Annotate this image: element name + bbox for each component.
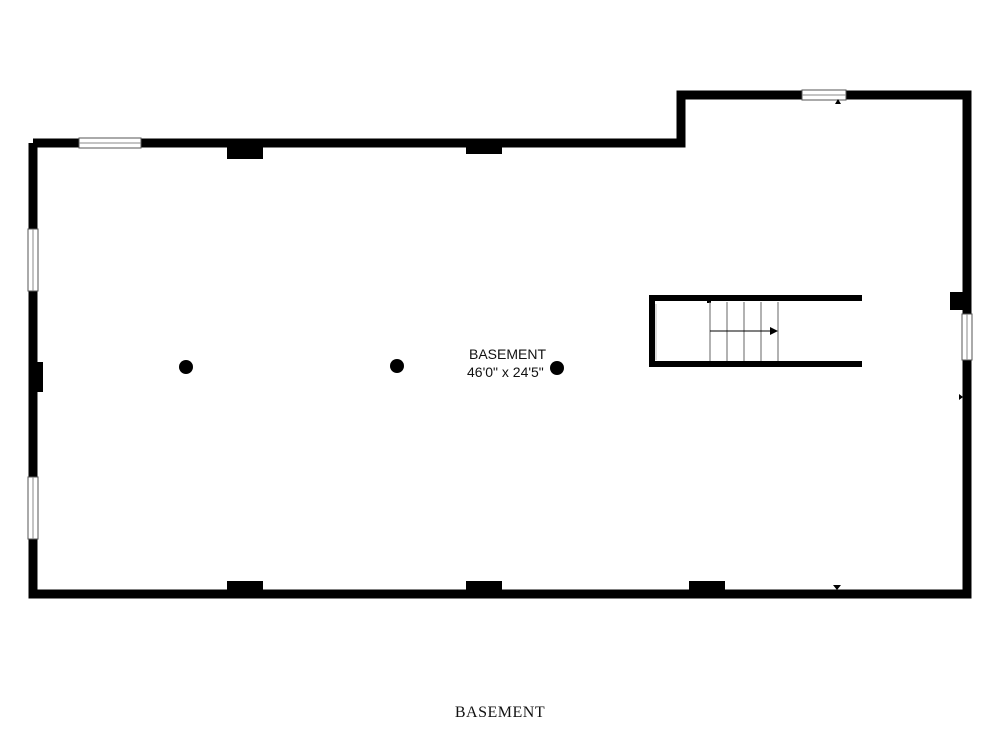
wall-pilaster-bottom-1 (227, 581, 263, 594)
window-top-right (801, 89, 847, 101)
wall-pilaster-left (33, 362, 43, 392)
floor-caption: BASEMENT (454, 704, 546, 721)
wall-pilaster-bottom-2 (466, 581, 502, 594)
support-column (390, 359, 404, 373)
window-right (961, 313, 973, 361)
window-left-lower (27, 476, 39, 540)
window-top-left (78, 137, 142, 149)
support-column (179, 360, 193, 374)
marker-bottom-right (833, 585, 841, 590)
marker-top-right (835, 99, 841, 104)
marker-right (959, 394, 963, 400)
wall-pilaster-right (950, 292, 967, 310)
stairwell (649, 295, 862, 367)
exterior-wall (28, 90, 972, 599)
stair-direction-arrow (770, 327, 778, 335)
window-left-upper (27, 228, 39, 292)
wall-pilaster-top-1 (227, 143, 263, 159)
room-name: BASEMENT (469, 346, 546, 362)
support-column (550, 361, 564, 375)
wall-pilaster-bottom-3 (689, 581, 725, 594)
room-dimensions: 46'0" x 24'5" (467, 364, 544, 380)
wall-pilaster-top-2 (466, 143, 502, 154)
